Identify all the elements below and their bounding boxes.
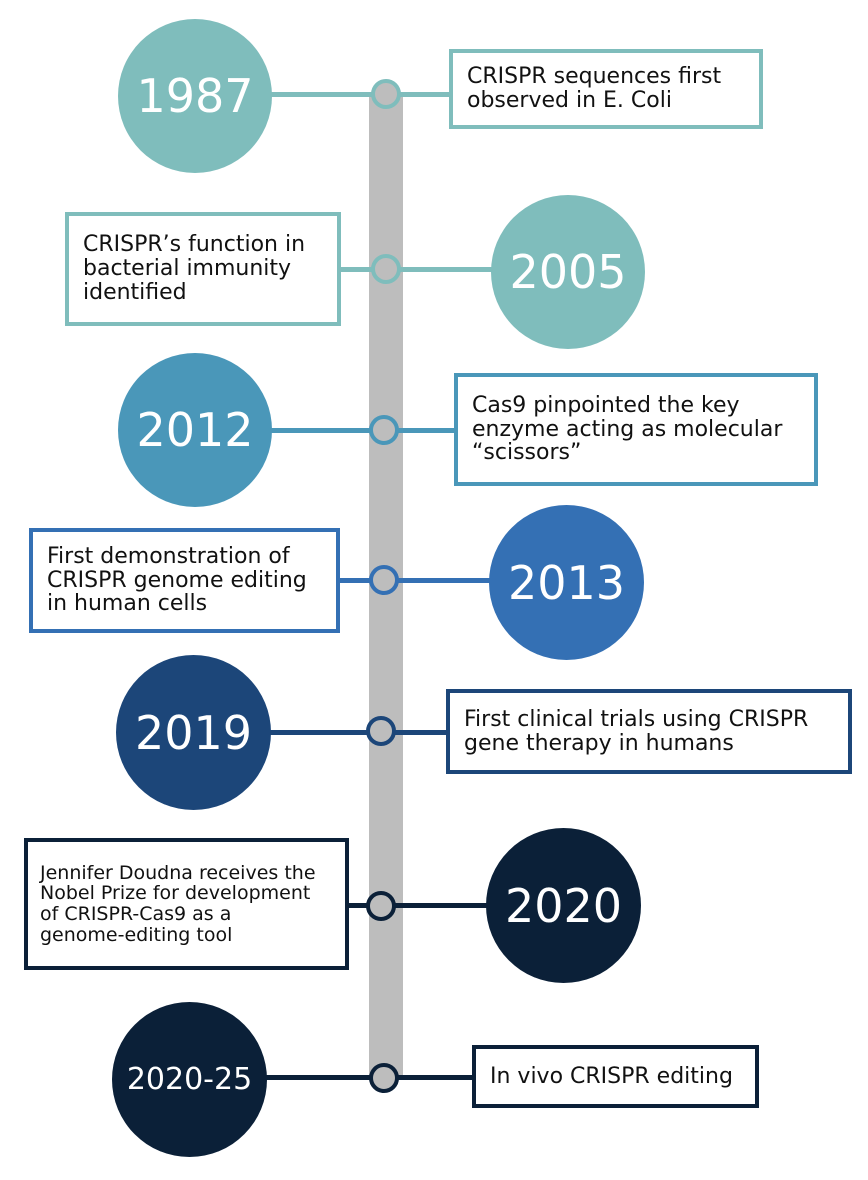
- timeline-node-2005: [371, 254, 401, 284]
- timeline-node-2020-25: [369, 1063, 399, 1093]
- connector-2019: [268, 730, 458, 735]
- event-text-2020: Jennifer Doudna receives the Nobel Prize…: [40, 861, 316, 946]
- year-circle-2020-25: 2020-25: [112, 1002, 267, 1157]
- timeline-node-2020: [366, 891, 396, 921]
- year-circle-2019: 2019: [116, 655, 271, 810]
- event-box-2020-25: In vivo CRISPR editing: [472, 1045, 759, 1108]
- event-text-2005: CRISPR’s function in bacterial immunity …: [83, 232, 306, 305]
- event-box-2005: CRISPR’s function in bacterial immunity …: [65, 212, 341, 326]
- connector-1987: [270, 92, 460, 97]
- event-text-2020-25: In vivo CRISPR editing: [490, 1063, 733, 1089]
- event-text-2013: First demonstration of CRISPR genome edi…: [47, 543, 307, 617]
- timeline-node-2013: [369, 565, 399, 595]
- event-text-2019: First clinical trials using CRISPR gene …: [464, 706, 809, 756]
- connector-2013: [330, 578, 500, 583]
- connector-2012: [270, 428, 460, 433]
- year-circle-2012: 2012: [118, 353, 272, 507]
- timeline-node-2019: [366, 716, 396, 746]
- event-box-2020: Jennifer Doudna receives the Nobel Prize…: [24, 838, 349, 970]
- year-circle-2013: 2013: [489, 505, 644, 660]
- connector-2005: [330, 267, 500, 272]
- timeline-node-1987: [371, 79, 401, 109]
- year-circle-2005: 2005: [491, 195, 645, 349]
- event-text-2012: Cas9 pinpointed the key enzyme acting as…: [472, 392, 783, 466]
- event-box-2013: First demonstration of CRISPR genome edi…: [29, 528, 340, 633]
- event-box-2019: First clinical trials using CRISPR gene …: [446, 689, 852, 774]
- connector-2020: [340, 903, 500, 908]
- year-circle-2020: 2020: [486, 828, 641, 983]
- event-box-1987: CRISPR sequences first observed in E. Co…: [449, 49, 763, 129]
- year-circle-1987: 1987: [118, 19, 272, 173]
- event-box-2012: Cas9 pinpointed the key enzyme acting as…: [454, 373, 818, 486]
- timeline-node-2012: [369, 415, 399, 445]
- event-text-1987: CRISPR sequences first observed in E. Co…: [467, 64, 722, 113]
